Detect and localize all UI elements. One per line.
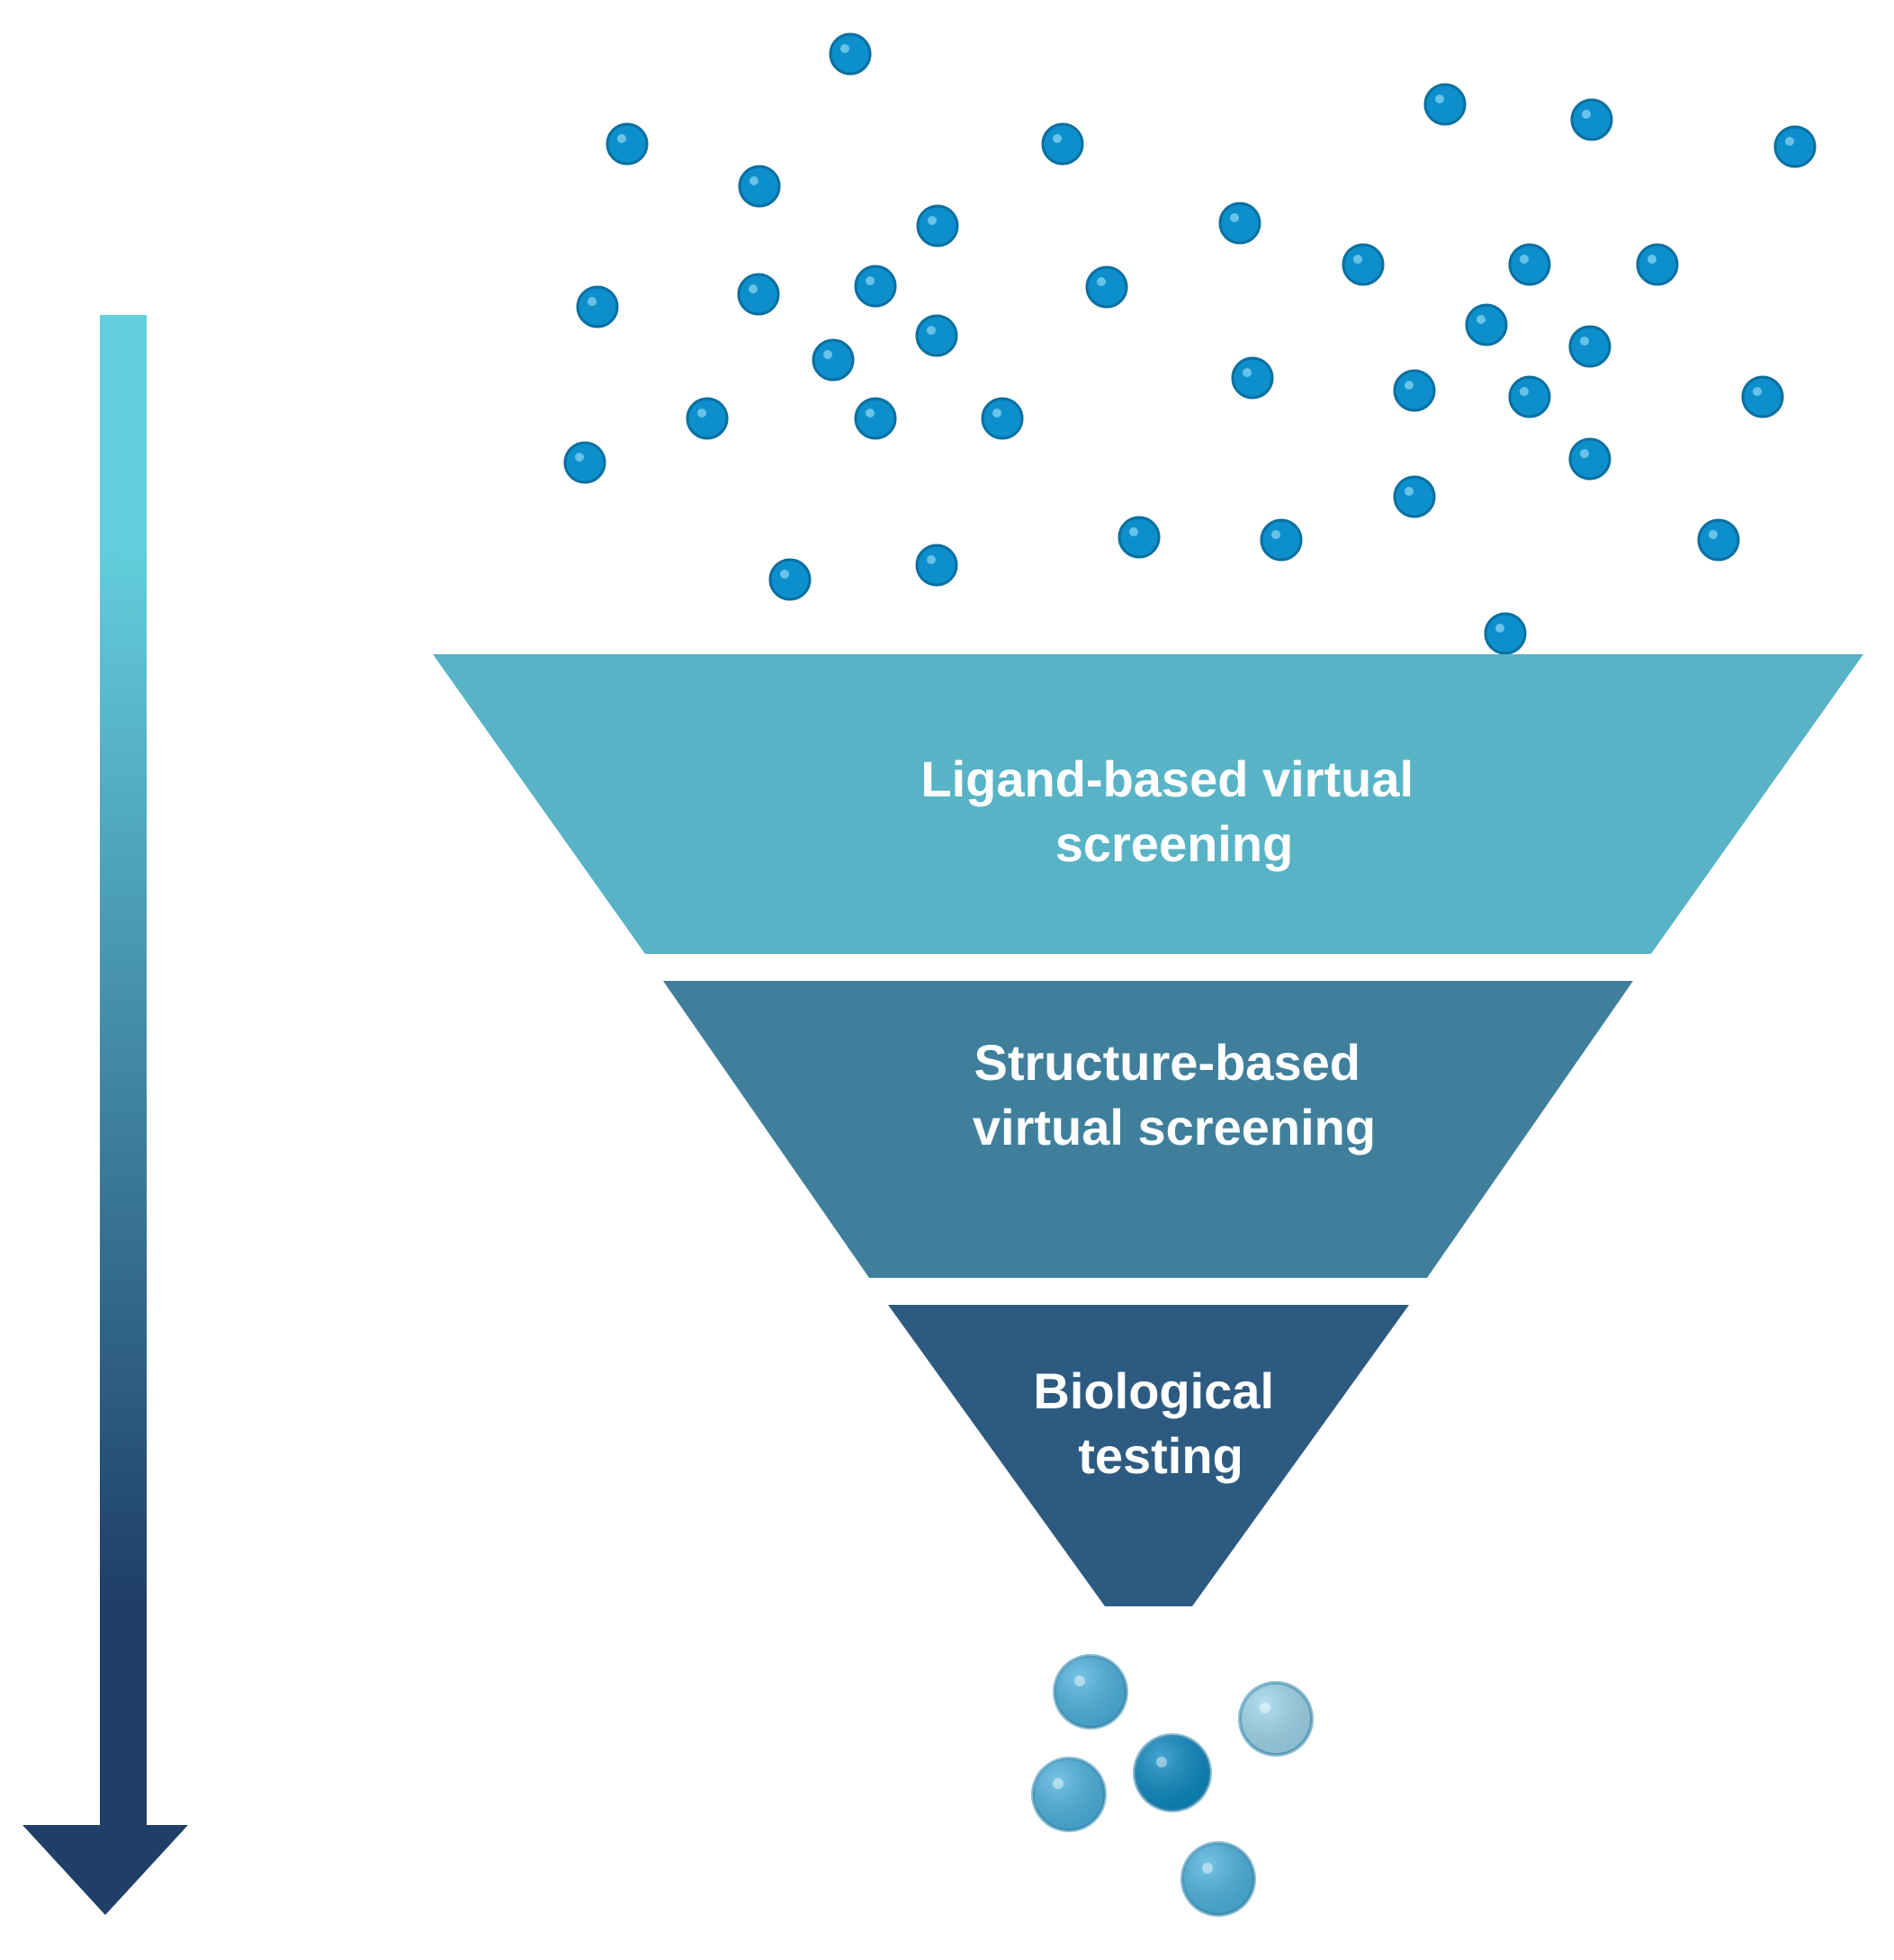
- molecule-sphere: [854, 397, 897, 440]
- molecule-sphere: [981, 397, 1024, 440]
- molecule-sphere: [737, 273, 780, 316]
- molecule-sphere: [1041, 122, 1084, 166]
- molecule-sphere: [1218, 202, 1261, 245]
- molecule-sphere: [1568, 325, 1611, 368]
- molecule-sphere: [1568, 437, 1611, 481]
- molecule-sphere: [606, 122, 649, 166]
- molecule-sphere: [686, 397, 729, 440]
- molecule-sphere: [1484, 612, 1527, 655]
- molecule-sphere: [829, 32, 872, 76]
- molecule-sphere: [1393, 369, 1436, 412]
- hit-compound-sphere: [1238, 1681, 1314, 1757]
- hit-compound-sphere: [1053, 1654, 1128, 1730]
- molecule-sphere: [563, 441, 606, 484]
- stage-ligand-based-label: Ligand-based virtual screening: [920, 751, 1427, 872]
- molecule-sphere: [1508, 243, 1551, 286]
- molecule-sphere: [1423, 83, 1467, 126]
- molecule-sphere: [854, 265, 897, 308]
- progress-arrow-head: [22, 1825, 188, 1915]
- stage-structure-based-label: Structure-based virtual screening: [973, 1034, 1376, 1155]
- molecule-sphere: [1342, 243, 1385, 286]
- funnel-stage-ligand-based: [433, 654, 1863, 954]
- molecule-sphere: [768, 558, 812, 601]
- molecule-sphere: [1508, 375, 1551, 418]
- molecule-sphere: [1260, 518, 1303, 562]
- molecule-sphere: [1773, 125, 1817, 168]
- molecule-sphere: [1465, 303, 1508, 346]
- molecule-sphere: [1393, 475, 1436, 518]
- molecule-sphere: [915, 314, 958, 357]
- molecule-sphere: [576, 285, 619, 328]
- molecule-sphere: [1636, 243, 1679, 286]
- funnel-stage-biological-testing: [888, 1305, 1409, 1606]
- molecule-sphere: [1085, 265, 1128, 309]
- hit-compounds: [1031, 1654, 1314, 1917]
- molecule-sphere: [916, 204, 959, 247]
- molecule-sphere: [915, 544, 958, 587]
- hit-compound-sphere: [1133, 1733, 1212, 1812]
- molecule-sphere: [1697, 518, 1740, 562]
- molecule-sphere: [1570, 98, 1613, 141]
- stage-biological-testing-label: Biological testing: [1033, 1362, 1288, 1484]
- molecule-sphere: [1231, 356, 1274, 400]
- hit-compound-sphere: [1031, 1757, 1107, 1832]
- funnel: Ligand-based virtual screening Structure…: [433, 654, 1863, 1606]
- molecule-sphere: [812, 338, 855, 382]
- hit-compound-sphere: [1180, 1841, 1256, 1917]
- molecule-sphere: [1741, 375, 1784, 418]
- funnel-stage-structure-based: [663, 981, 1633, 1278]
- progress-arrow-shaft: [100, 315, 147, 1827]
- molecule-sphere: [738, 165, 781, 208]
- progress-arrow: [22, 315, 188, 1915]
- molecule-sphere: [1118, 516, 1161, 559]
- compound-library-molecules: [563, 32, 1817, 655]
